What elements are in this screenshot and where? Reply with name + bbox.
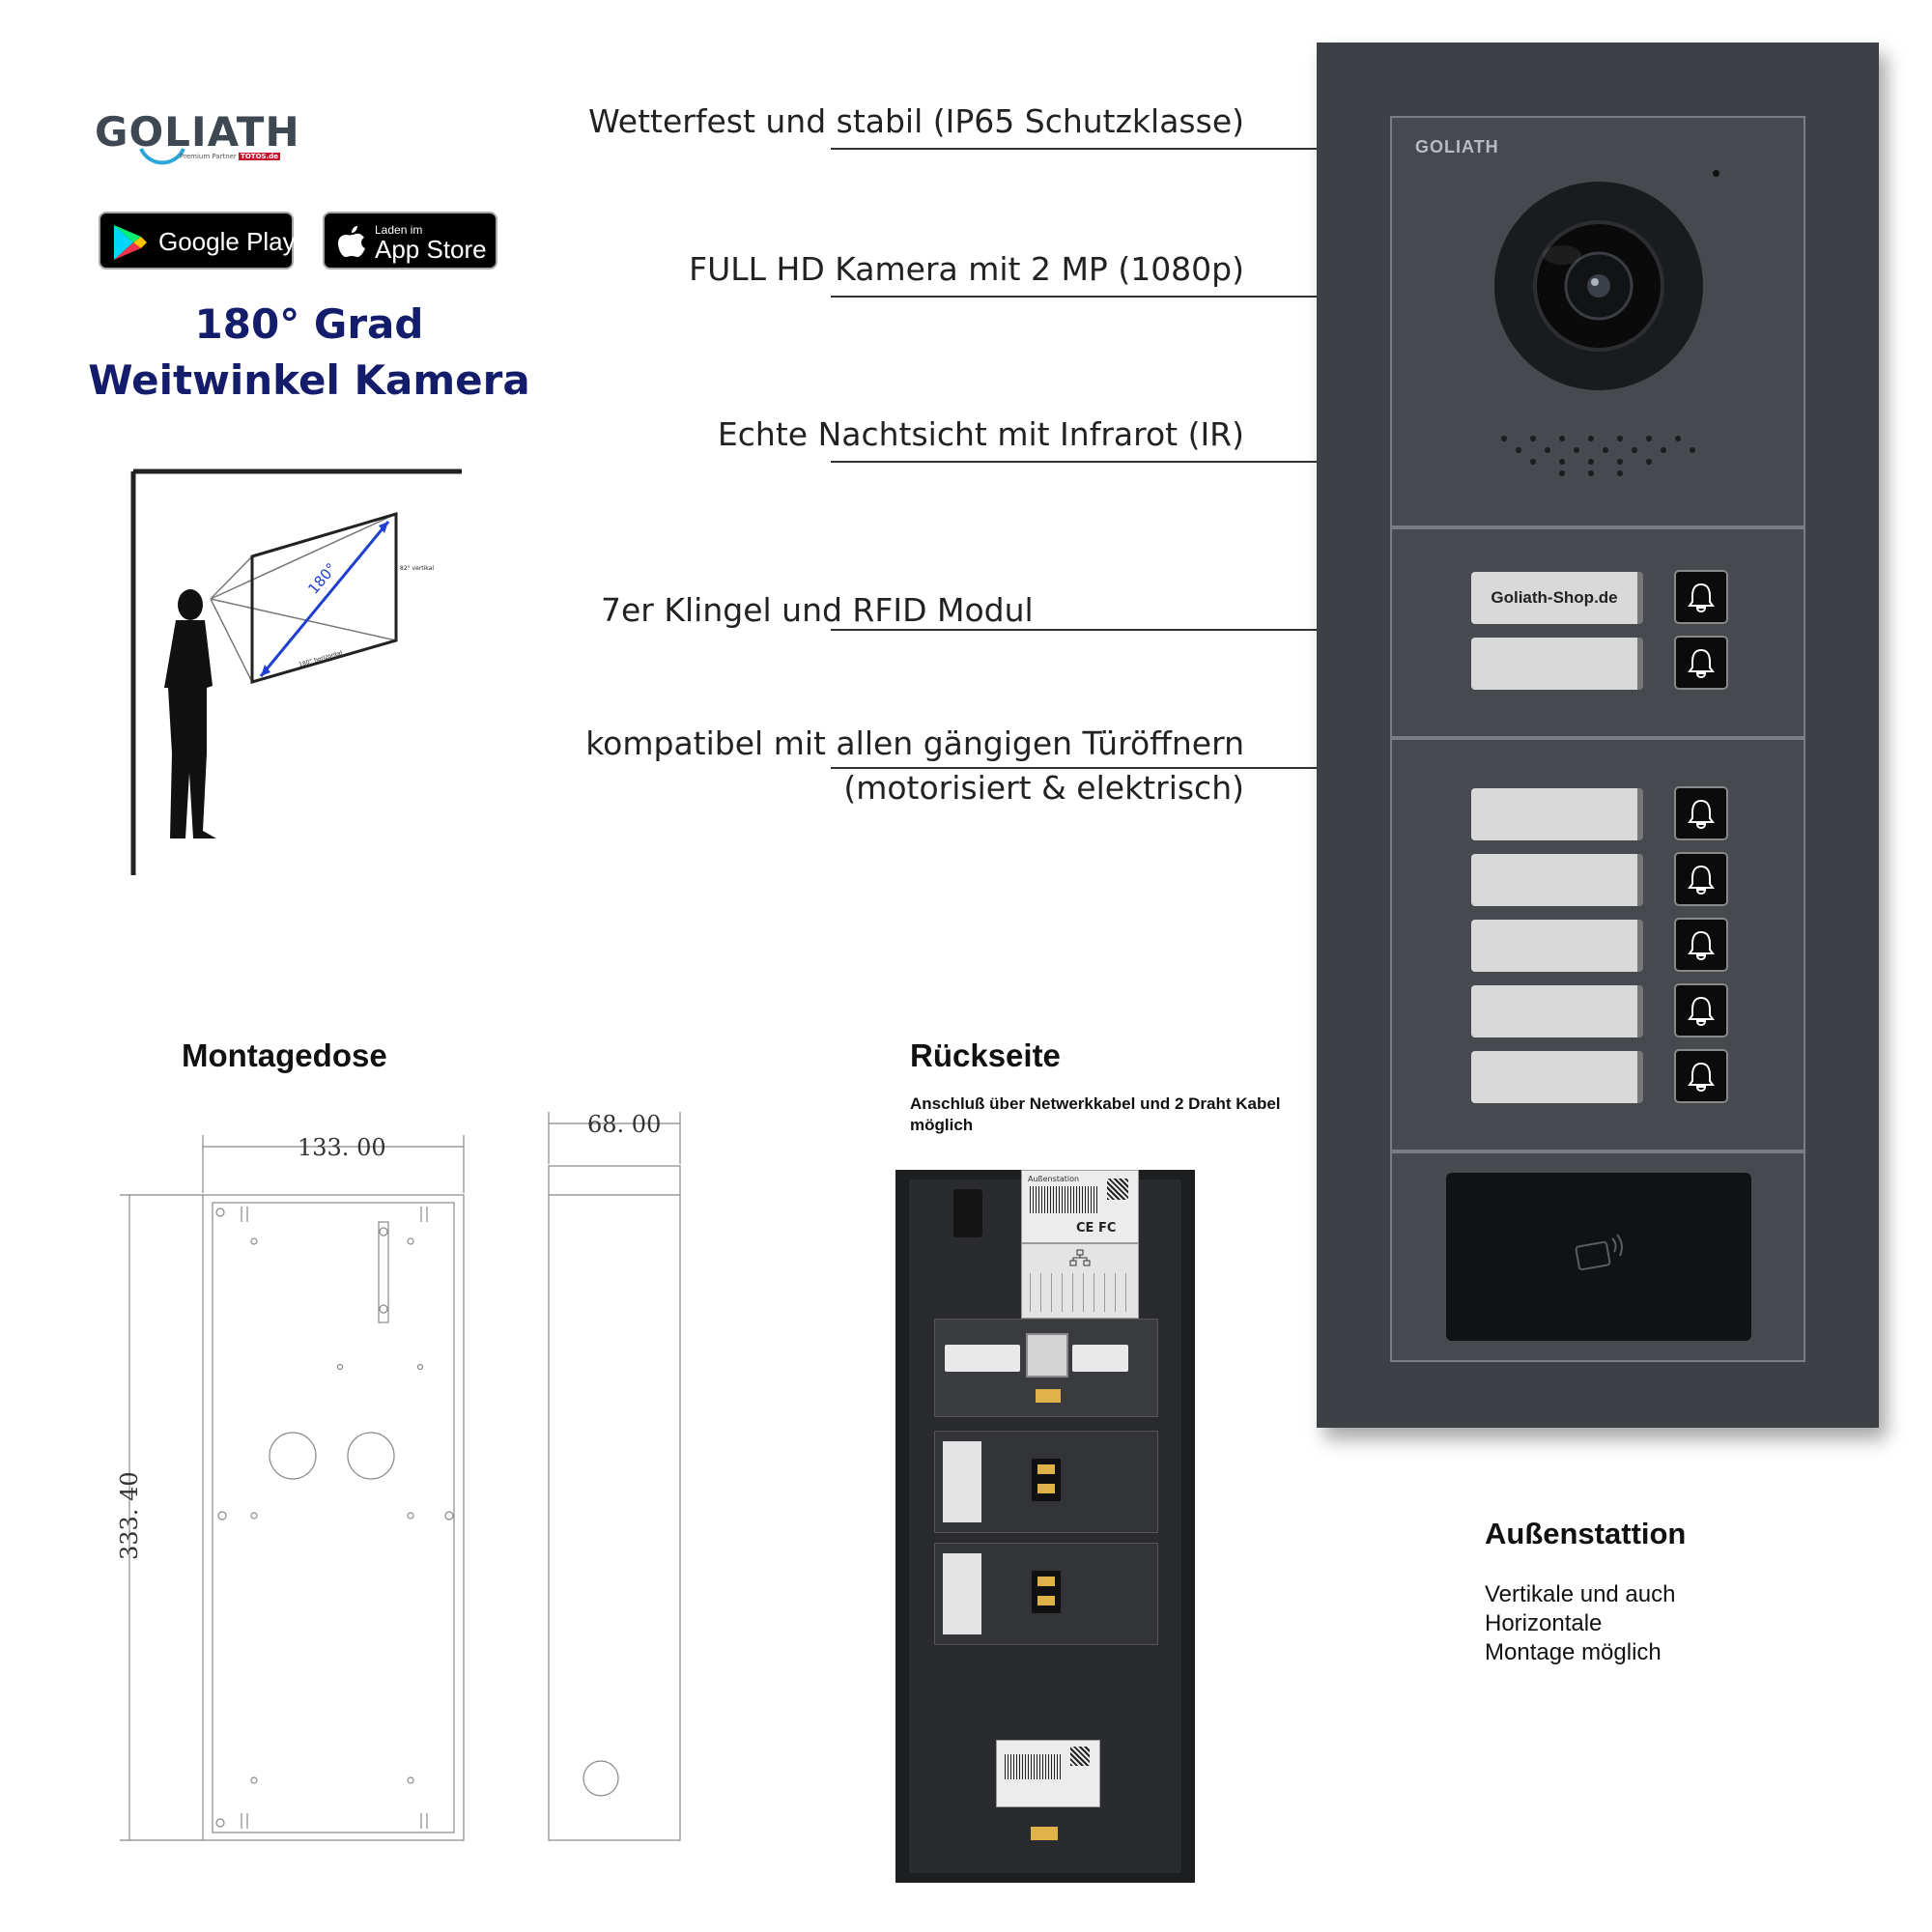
rfid-module: [1390, 1151, 1805, 1362]
bell-icon: [1688, 1062, 1715, 1093]
width-dimension-label: 133. 00: [298, 1134, 386, 1161]
nameplate-6: [1471, 985, 1643, 1037]
bell-button-1[interactable]: [1674, 570, 1728, 624]
logo-text: GOLIATH: [95, 108, 300, 156]
bell-icon: [1688, 582, 1715, 613]
bell-module-2: Goliath-Shop.de: [1390, 527, 1805, 738]
nameplate-3: [1471, 788, 1643, 840]
feature-line-4: [831, 629, 1317, 631]
feature-line-1: [831, 148, 1317, 150]
bell-icon: [1688, 648, 1715, 679]
bell-module-rear-1: [934, 1431, 1158, 1533]
app-store-label: App Store: [375, 235, 487, 264]
google-play-icon: [114, 225, 147, 260]
bell-button-3[interactable]: [1674, 786, 1728, 840]
nameplate-5: [1471, 920, 1643, 972]
rear-label-bottom: [996, 1740, 1100, 1807]
ce-mark: CE FC: [1076, 1221, 1117, 1236]
feature-line-5: [831, 767, 1317, 769]
module-label-2: [943, 1553, 981, 1634]
rear-label-title: Außenstation: [1028, 1175, 1080, 1183]
network-icon: [1069, 1249, 1091, 1266]
feature-bell-rfid: 7er Klingel und RFID Modul: [601, 591, 1034, 629]
bell-icon: [1688, 799, 1715, 830]
bell-module-rear-2: [934, 1543, 1158, 1645]
feature-compatible: kompatibel mit allen gängigen Türöffnern: [585, 724, 1244, 762]
feature-line-3: [831, 461, 1317, 463]
panel-logo: GOLIATH: [1415, 137, 1499, 156]
apple-icon: [338, 226, 365, 257]
feature-compatible-detail: (motorisiert & elektrisch): [843, 769, 1244, 807]
bell-icon: [1688, 930, 1715, 961]
bell-button-7[interactable]: [1674, 1049, 1728, 1103]
terminal-block: [934, 1319, 1158, 1417]
camera-module: GOLIATH: [1390, 116, 1805, 527]
feature-line-2: [831, 296, 1317, 298]
terminal-connector-right: [1072, 1345, 1128, 1372]
angle-label: 180°: [304, 559, 340, 597]
app-store-small-label: Laden im: [375, 223, 423, 237]
bottom-connector: [1031, 1827, 1058, 1840]
rueckseite-title: Rückseite: [910, 1037, 1061, 1073]
bell-icon: [1688, 865, 1715, 895]
outdoor-station: GOLIATH Goliath-Shop.de: [1317, 43, 1879, 1428]
aussenstation-title: Außenstattion: [1485, 1517, 1687, 1550]
nameplate-4: [1471, 854, 1643, 906]
rfid-reader[interactable]: [1446, 1173, 1751, 1341]
google-play-label: Google Play: [158, 227, 296, 256]
nameplate-1: Goliath-Shop.de: [1471, 572, 1643, 624]
person-silhouette-icon: [164, 589, 216, 838]
bell-button-4[interactable]: [1674, 852, 1728, 906]
network-terminal-label: [1021, 1243, 1139, 1319]
montagedose-drawing: 133. 00 68. 00 333. 40: [116, 1111, 681, 1841]
rfid-card-icon: [1575, 1234, 1623, 1271]
montagedose-title: Montagedose: [182, 1037, 387, 1073]
bell-button-6[interactable]: [1674, 983, 1728, 1037]
logo-swoosh-icon: [139, 148, 185, 165]
bell-button-2[interactable]: [1674, 636, 1728, 690]
terminal-connector-left: [945, 1345, 1020, 1372]
feature-camera: FULL HD Kamera mit 2 MP (1080p): [689, 250, 1244, 288]
nameplate-7: [1471, 1051, 1643, 1103]
depth-dimension-label: 68. 00: [587, 1111, 661, 1138]
wide-angle-illustration: 180° 82° vertikal 180° horizontal: [130, 469, 462, 875]
aussenstation-description: Vertikale und auch Horizontale Montage m…: [1485, 1581, 1676, 1665]
rj45-port-icon[interactable]: [1026, 1333, 1068, 1378]
bell-module-5: [1390, 738, 1805, 1151]
rueckseite-caption: Anschluß über Netwerkkabel und 2 Draht K…: [910, 1094, 1281, 1134]
microphone-icon: [1713, 170, 1719, 177]
nameplate-2: [1471, 638, 1643, 690]
bell-button-5[interactable]: [1674, 918, 1728, 972]
rear-label-top: Außenstation CE FC: [1021, 1170, 1139, 1243]
rear-panel-photo: Außenstation CE FC: [895, 1170, 1195, 1883]
logo-partner-line: Premium Partner TOTOS.de: [180, 153, 280, 160]
height-dimension-label: 333. 40: [116, 1471, 143, 1560]
rear-bracket: [953, 1189, 982, 1237]
qr-code-icon: [1107, 1179, 1128, 1200]
wide-angle-title: 180° Grad Weitwinkel Kamera: [88, 300, 530, 404]
goliath-logo: GOLIATH Premium Partner TOTOS.de: [95, 108, 299, 176]
feature-weatherproof: Wetterfest und stabil (IP65 Schutzklasse…: [588, 102, 1244, 140]
ribbon-connector: [1036, 1389, 1061, 1403]
qr-code-icon-2: [1070, 1747, 1090, 1766]
app-store-badge[interactable]: Laden im App Store: [323, 212, 497, 270]
module-connector-1: [1032, 1459, 1061, 1501]
feature-night-vision: Echte Nachtsicht mit Infrarot (IR): [717, 415, 1244, 453]
bell-icon: [1688, 996, 1715, 1027]
google-play-badge[interactable]: Google Play: [99, 212, 296, 270]
module-label-1: [943, 1441, 981, 1522]
vertical-fov-label: 82° vertikal: [400, 565, 434, 572]
speaker-grille-icon: [1501, 436, 1695, 476]
camera-lens-icon: [1494, 182, 1703, 390]
module-connector-2: [1032, 1571, 1061, 1613]
